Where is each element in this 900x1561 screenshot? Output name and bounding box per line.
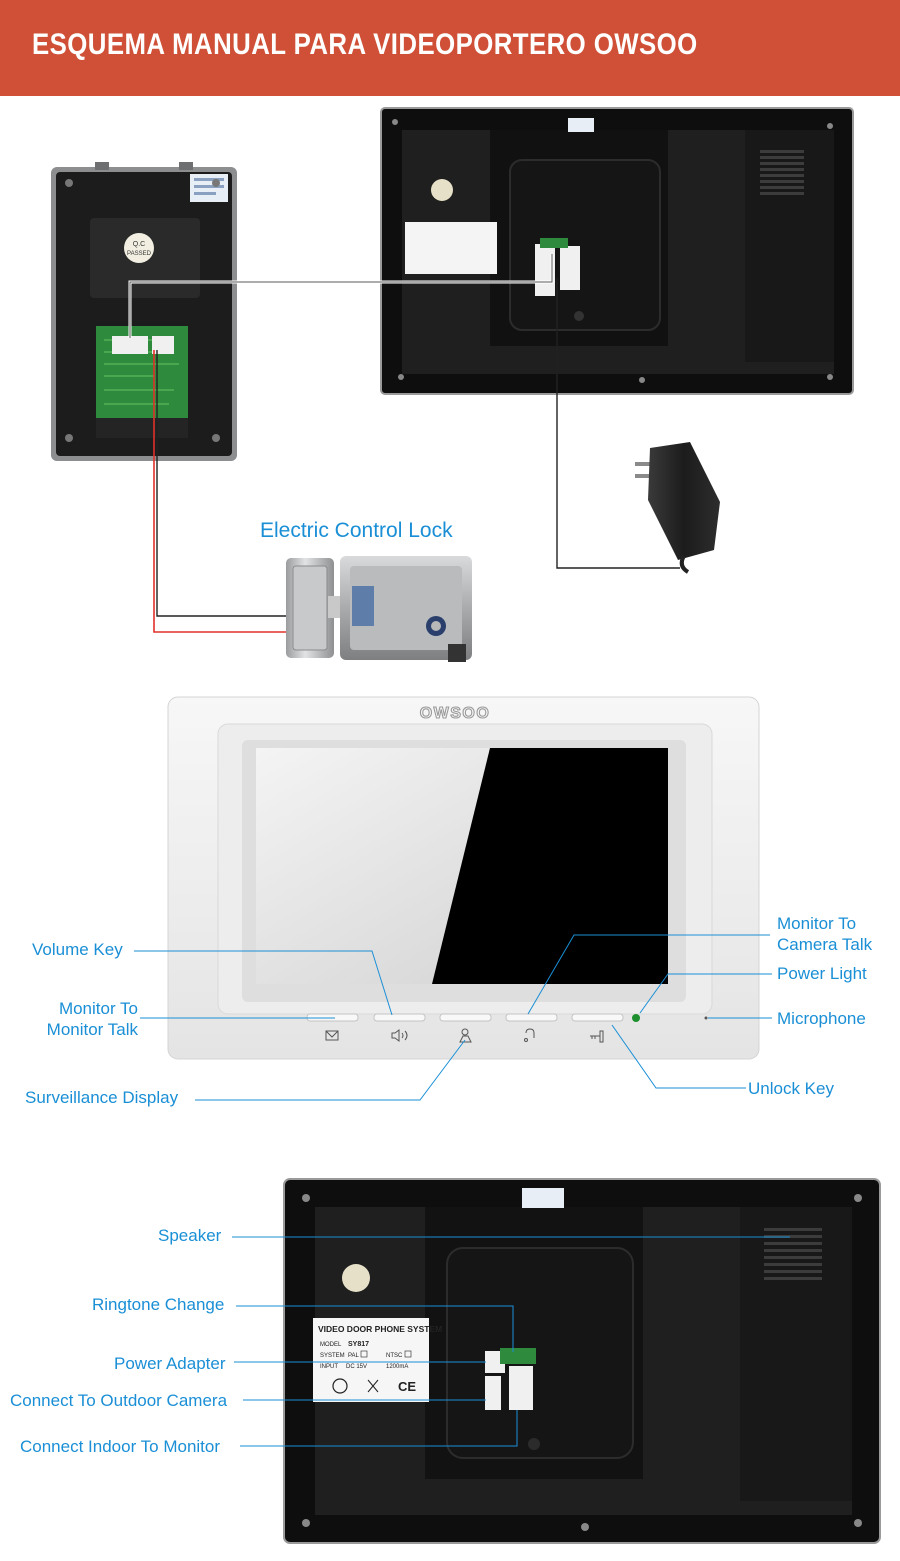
monitor-to-monitor-talk-label: Monitor To Monitor Talk xyxy=(46,999,138,1039)
header-banner: ESQUEMA MANUAL PARA VIDEOPORTERO OWSOO xyxy=(0,0,900,96)
connect-outdoor-camera-label: Connect To Outdoor Camera xyxy=(10,1391,228,1410)
wiring-lines xyxy=(128,254,680,633)
svg-text:VIDEO DOOR PHONE SYSTEM: VIDEO DOOR PHONE SYSTEM xyxy=(318,1324,442,1334)
electric-control-lock-label: Electric Control Lock xyxy=(260,519,453,542)
svg-text:SY817: SY817 xyxy=(348,1341,369,1348)
microphone-hole xyxy=(704,1016,708,1020)
microphone-label: Microphone xyxy=(777,1009,866,1028)
svg-text:MODEL: MODEL xyxy=(320,1342,342,1348)
svg-text:SYSTEM: SYSTEM xyxy=(320,1353,345,1359)
svg-text:NTSC: NTSC xyxy=(386,1353,403,1359)
key-icon xyxy=(590,1030,604,1043)
monitor-front: OWSOO xyxy=(167,696,760,1060)
product-label-sticker: VIDEO DOOR PHONE SYSTEM MODEL SY817 SYST… xyxy=(313,1318,442,1402)
page-title: ESQUEMA MANUAL PARA VIDEOPORTERO OWSOO xyxy=(32,28,698,61)
svg-text:PAL: PAL xyxy=(348,1353,360,1359)
power-adapter-label: Power Adapter xyxy=(114,1354,226,1373)
power-adapter-image xyxy=(635,442,720,574)
envelope-icon xyxy=(325,1030,339,1041)
power-light-label: Power Light xyxy=(777,964,867,983)
svg-text:Q.C: Q.C xyxy=(133,241,145,248)
speaker-icon xyxy=(391,1029,408,1042)
svg-text:CE: CE xyxy=(398,1379,416,1394)
svg-text:1200mA: 1200mA xyxy=(386,1364,408,1370)
front-callout-lines xyxy=(134,934,772,1101)
monitor-back-bottom: VIDEO DOOR PHONE SYSTEM MODEL SY817 SYST… xyxy=(283,1178,881,1544)
brand-logo: OWSOO xyxy=(420,705,491,722)
speaker-label: Speaker xyxy=(158,1226,222,1245)
power-light-led xyxy=(632,1014,640,1022)
talk-icon xyxy=(524,1028,535,1042)
ringtone-change-label: Ringtone Change xyxy=(92,1295,225,1314)
outdoor-camera-back: Q.C PASSED xyxy=(51,162,237,461)
unlock-key-label: Unlock Key xyxy=(748,1079,834,1098)
back-callout-lines xyxy=(232,1236,790,1447)
monitor-back-top xyxy=(380,107,854,395)
monitor-to-camera-talk-label: Monitor To Camera Talk xyxy=(777,914,873,954)
surveillance-icon xyxy=(459,1028,472,1043)
electric-lock-image xyxy=(286,556,472,662)
svg-text:DC 15V: DC 15V xyxy=(346,1364,367,1370)
qc-passed-sticker: Q.C PASSED xyxy=(124,233,154,263)
volume-key-label: Volume Key xyxy=(32,940,123,959)
svg-text:PASSED: PASSED xyxy=(127,251,152,257)
connect-indoor-monitor-label: Connect Indoor To Monitor xyxy=(20,1437,221,1456)
surveillance-display-label: Surveillance Display xyxy=(25,1088,179,1107)
svg-text:INPUT: INPUT xyxy=(320,1364,338,1370)
